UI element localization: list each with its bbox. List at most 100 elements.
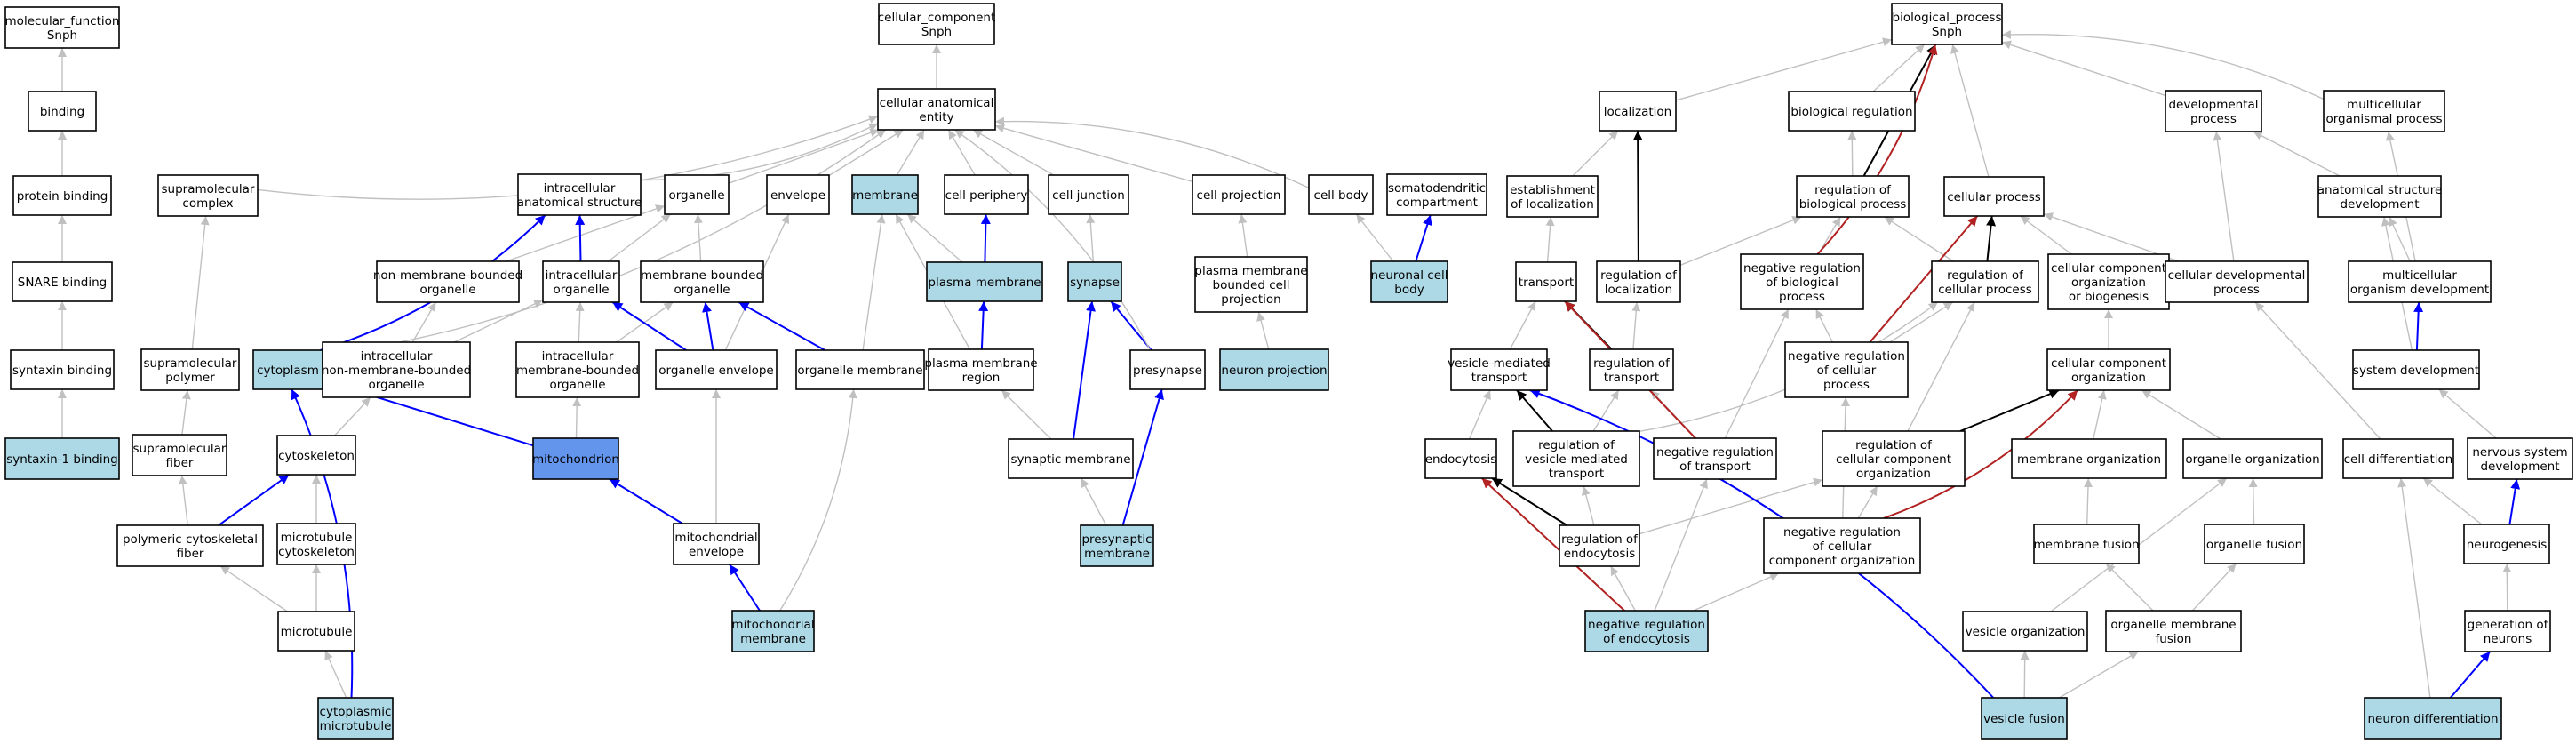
node-box[interactable] [1763,517,1921,574]
node-plasmamem[interactable]: plasma membrane [926,261,1043,302]
node-box[interactable] [1788,91,1916,132]
node-cytoplasm[interactable]: cytoplasm [252,349,323,390]
node-microtubule[interactable]: microtubule [277,611,355,652]
node-box[interactable] [1981,697,2068,740]
node-box[interactable] [517,173,642,216]
node-orgfusion[interactable]: organelle fusion [2204,524,2305,564]
node-box[interactable] [1450,348,1548,391]
node-box[interactable] [276,523,356,565]
node-vesfusion[interactable]: vesicle fusion [1981,697,2068,740]
node-box[interactable] [276,435,356,476]
node-box[interactable] [2323,90,2445,132]
node-box[interactable] [2317,175,2442,218]
node-box[interactable] [1067,261,1122,302]
node-celldiff[interactable]: cell differentiation [2342,438,2454,479]
node-box[interactable] [1653,437,1777,480]
node-box[interactable] [1386,173,1487,216]
node-box[interactable] [157,174,259,217]
node-box[interactable] [515,341,640,398]
node-inmbo[interactable]: intracellularnon-membrane-boundedorganel… [322,341,471,398]
node-box[interactable] [1891,3,2003,45]
node-neurondiff[interactable]: neuron differentiation [2364,697,2502,740]
node-box[interactable] [2182,438,2323,479]
node-box[interactable] [2011,438,2167,479]
node-box[interactable] [766,174,830,215]
node-box[interactable] [277,611,355,652]
node-box[interactable] [2467,437,2573,480]
node-box[interactable] [2463,524,2550,564]
node-box[interactable] [1962,611,2088,652]
node-box[interactable] [1943,176,2045,217]
node-syntaxin[interactable]: syntaxin binding [10,349,115,390]
node-box[interactable] [2105,610,2242,652]
node-box[interactable] [1589,348,1674,391]
node-box[interactable] [1080,524,1154,567]
node-memfusion[interactable]: membrane fusion [2033,524,2140,564]
node-cytoskeleton[interactable]: cytoskeleton [276,435,356,476]
node-box[interactable] [2165,90,2262,132]
node-box[interactable] [1584,610,1709,652]
node-box[interactable] [1048,174,1129,215]
node-box[interactable] [2204,524,2305,564]
node-box[interactable] [1796,175,1910,218]
node-box[interactable] [655,349,778,390]
node-box[interactable] [1506,175,1599,218]
node-box[interactable] [12,175,112,216]
node-box[interactable] [1740,253,1864,310]
node-membrane[interactable]: membrane [851,174,919,215]
node-box[interactable] [2047,253,2170,310]
node-box[interactable] [2342,438,2454,479]
node-orgorg[interactable]: organelle organization [2182,438,2323,479]
node-box[interactable] [1599,91,1677,132]
node-box[interactable] [928,348,1034,391]
node-box[interactable] [28,91,97,132]
node-neuronproj[interactable]: neuron projection [1219,348,1329,391]
node-box[interactable] [1559,524,1640,567]
node-box[interactable] [1129,349,1206,390]
node-syntaxin1[interactable]: syntaxin-1 binding [4,437,120,480]
node-box[interactable] [252,349,323,390]
node-box[interactable] [926,261,1043,302]
node-vesorg[interactable]: vesicle organization [1962,611,2088,652]
node-box[interactable] [2364,697,2502,740]
node-box[interactable] [1515,261,1577,302]
node-box[interactable] [673,523,760,565]
node-box[interactable] [116,524,264,567]
node-box[interactable] [1008,438,1134,479]
node-box[interactable] [2352,349,2480,390]
node-box[interactable] [1194,256,1308,313]
node-box[interactable] [664,174,730,215]
node-box[interactable] [12,261,113,302]
node-box[interactable] [1219,348,1329,391]
node-synapse[interactable]: synapse [1067,261,1122,302]
node-box[interactable] [376,260,520,303]
node-box[interactable] [851,174,919,215]
node-box[interactable] [322,341,471,398]
node-box[interactable] [1596,260,1681,303]
